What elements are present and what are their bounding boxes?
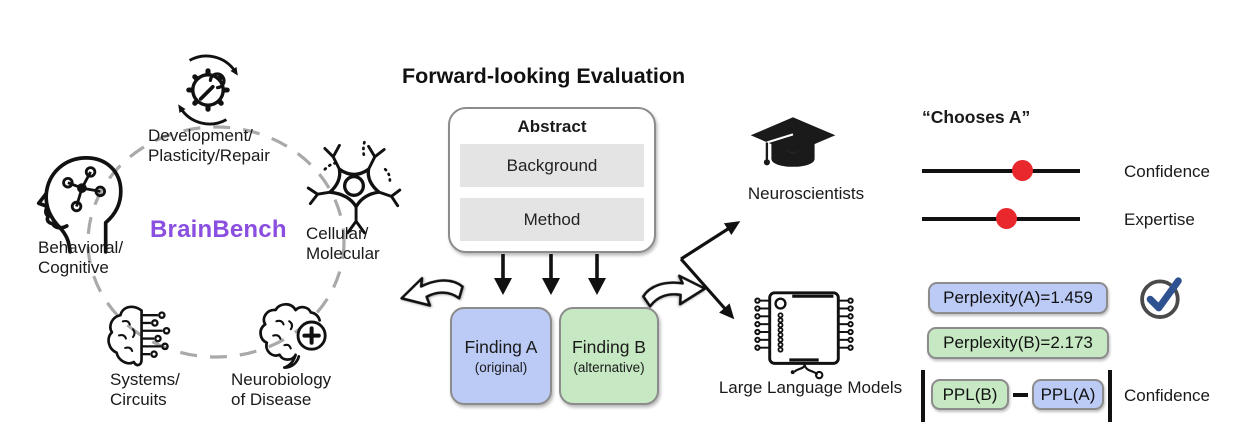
check-circle-icon xyxy=(1140,277,1182,319)
neuron-icon xyxy=(306,140,402,235)
graduation-cap-icon xyxy=(750,117,836,167)
neuroscientists-label: Neuroscientists xyxy=(747,184,865,203)
abs-bar-left xyxy=(921,370,925,422)
label-development: Development/ Plasticity/Repair xyxy=(148,126,270,166)
finding-a-sublabel: (original) xyxy=(474,360,528,375)
finding-a-box: Finding A (original) xyxy=(450,307,552,405)
label-disease: Neurobiology of Disease xyxy=(231,370,332,410)
slider-knob xyxy=(1011,160,1033,181)
perplexity-b-pill: Perplexity(B)=2.173 xyxy=(927,327,1109,359)
head-network-icon xyxy=(36,156,123,254)
finding-b-label: Finding B xyxy=(572,337,646,357)
expertise-slider xyxy=(922,208,1080,230)
abstract-title: Abstract xyxy=(517,117,587,136)
ppl-b-pill: PPL(B) xyxy=(931,379,1009,410)
minus-operator xyxy=(1013,393,1028,397)
ppl-a-pill: PPL(A) xyxy=(1032,379,1104,410)
finding-b-sublabel: (alternative) xyxy=(573,360,645,375)
chooses-a-label: “Chooses A” xyxy=(922,107,1031,127)
down-arrows xyxy=(494,254,606,295)
fan-out-right-icon xyxy=(641,274,707,308)
label-systems: Systems/ Circuits xyxy=(110,370,180,410)
brainbench-title: BrainBench xyxy=(150,216,287,243)
dashed-circle xyxy=(86,125,346,359)
brain-medical-icon xyxy=(259,302,327,369)
gear-cycle-icon xyxy=(178,54,238,126)
expertise-label: Expertise xyxy=(1124,210,1195,229)
slider-knob xyxy=(995,208,1017,229)
branch-arrows xyxy=(679,221,741,320)
fan-out-left-icon xyxy=(400,276,464,307)
label-behavioral: Behavioral/ Cognitive xyxy=(38,238,124,278)
chip-icon xyxy=(754,291,854,380)
llm-label: Large Language Models xyxy=(718,378,903,397)
finding-a-label: Finding A xyxy=(464,337,538,357)
slider-track xyxy=(922,169,1080,173)
finding-b-box: Finding B (alternative) xyxy=(559,307,659,405)
perplexity-a-pill: Perplexity(A)=1.459 xyxy=(928,282,1108,314)
abs-bar-right xyxy=(1108,370,1112,422)
eval-title: Forward-looking Evaluation xyxy=(402,64,686,88)
confidence-label: Confidence xyxy=(1124,162,1211,181)
confidence-slider xyxy=(922,160,1080,182)
brain-circuit-icon xyxy=(107,305,171,367)
formula-confidence-label: Confidence xyxy=(1124,386,1211,405)
method-section: Method xyxy=(460,198,644,241)
label-cellular: Cellular/ Molecular xyxy=(306,224,380,264)
background-section: Background xyxy=(460,144,644,187)
abstract-box: Abstract Background Method xyxy=(448,107,656,253)
